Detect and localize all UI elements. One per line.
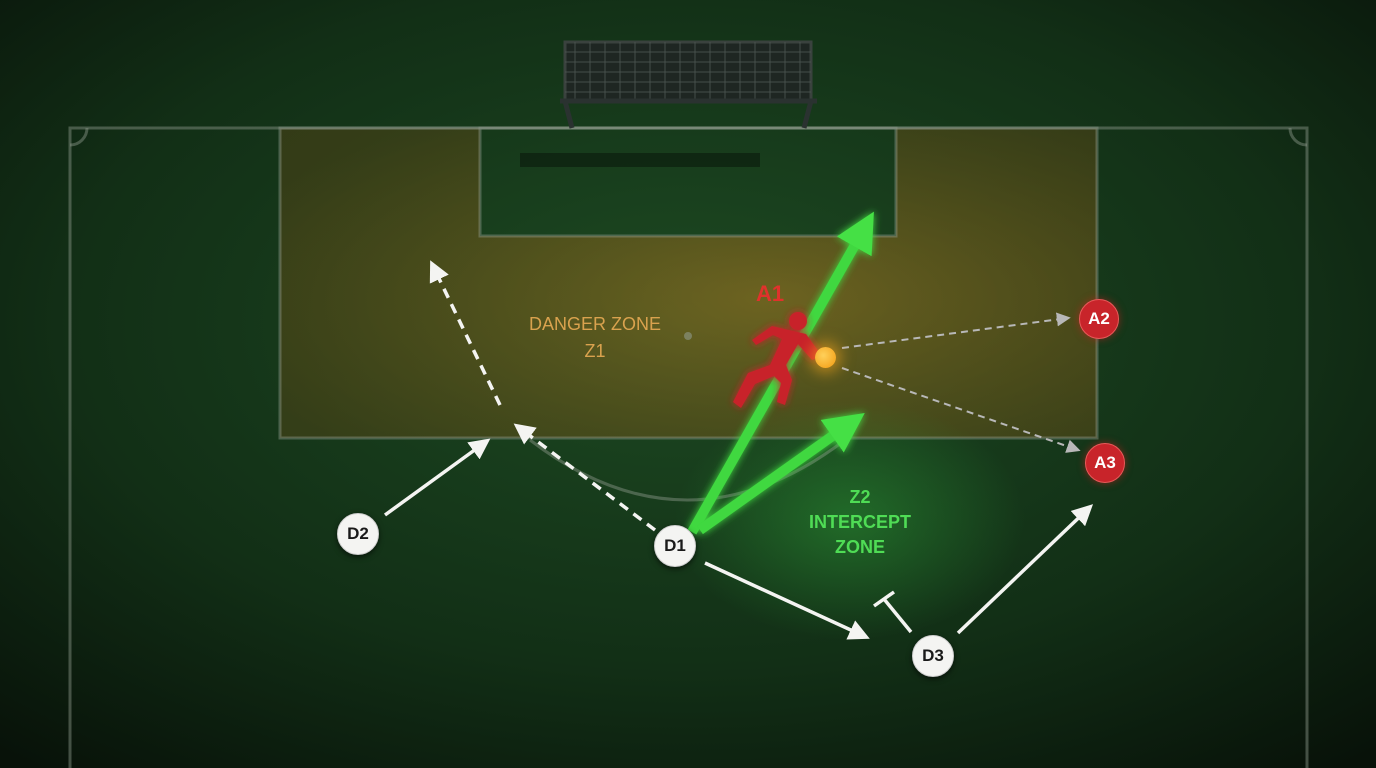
danger-zone-code: Z1	[584, 341, 606, 361]
danger-zone-title: DANGER ZONE	[528, 314, 661, 334]
attacker-a1-label: A1	[755, 281, 785, 306]
d1-drop-run	[513, 423, 657, 532]
defender-d3-token[interactable]: D3	[912, 635, 954, 677]
defender-d1-token[interactable]: D1	[654, 525, 696, 567]
pass-lane-to-a3	[841, 367, 1081, 453]
intercept-zone-suffix: ZONE	[834, 537, 885, 557]
touchlines	[68, 126, 1309, 768]
d2-press-arrow	[383, 438, 491, 517]
penalty-spot	[684, 332, 692, 340]
danger-zone-area	[280, 128, 1097, 438]
penalty-box	[278, 126, 1099, 440]
intercept-zone-label: Z2 INTERCEPT ZONE	[770, 485, 950, 560]
attacker-a2-token[interactable]: A2	[1079, 299, 1119, 339]
defender-d2-token[interactable]: D2	[337, 513, 379, 555]
goal-net-icon	[520, 40, 817, 167]
corner-arc-left	[69, 127, 89, 147]
pitch-markings	[68, 126, 1309, 768]
attacker-a3-token[interactable]: A3	[1085, 443, 1125, 483]
danger-zone-label: DANGER ZONE Z1	[490, 311, 700, 365]
a1-run-arrow-short	[697, 413, 865, 535]
d3-press-arrow	[956, 504, 1094, 635]
ball-icon	[815, 347, 836, 368]
intercept-zone-code: Z2	[849, 487, 871, 507]
pass-lane-to-a2	[841, 312, 1071, 349]
block-marker	[872, 590, 913, 634]
intercept-zone-title: INTERCEPT	[808, 512, 911, 532]
intercept-zone-area	[675, 400, 1025, 640]
sprinting-player-icon	[733, 312, 822, 408]
corner-arc-right	[1288, 127, 1308, 147]
six-yard-box	[478, 126, 898, 238]
d1-cover-arrow	[704, 561, 870, 640]
d2-recovery-run	[429, 260, 502, 406]
